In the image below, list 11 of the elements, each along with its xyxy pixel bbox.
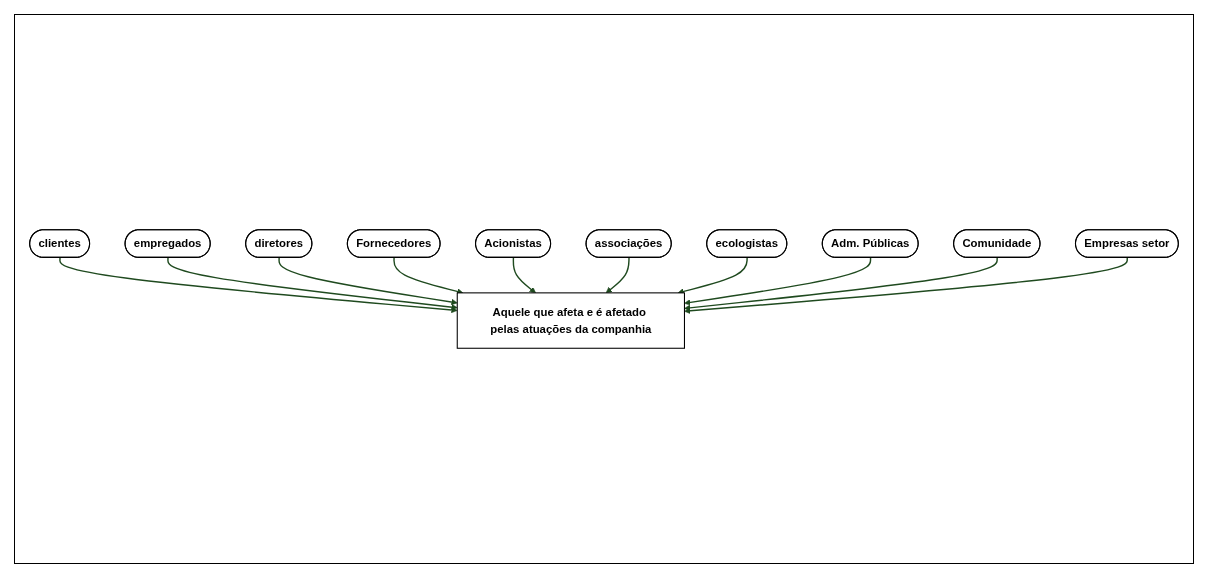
arrow bbox=[684, 257, 1128, 314]
arrow bbox=[393, 257, 464, 295]
arrow bbox=[278, 257, 458, 306]
arrow bbox=[59, 257, 458, 314]
arrow bbox=[512, 257, 536, 294]
arrow bbox=[684, 257, 872, 306]
arrow bbox=[677, 257, 748, 295]
arrow bbox=[167, 257, 458, 311]
node-box: Aquele que afeta e é afetado pelas atuações da companhia bbox=[456, 292, 685, 349]
arrow bbox=[605, 257, 630, 294]
arrow bbox=[684, 257, 998, 311]
